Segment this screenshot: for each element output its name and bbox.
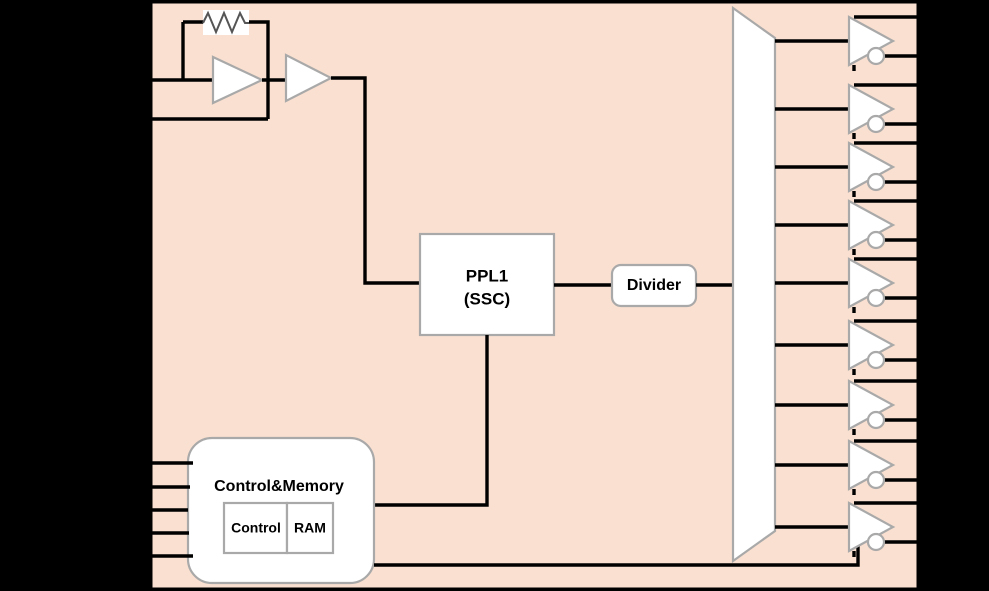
- output-buffer-bank: [775, 15, 918, 557]
- output-buffer-9-group: [775, 501, 918, 557]
- wire-control-bottom-bus: [374, 545, 860, 567]
- output-buffer-7-inverting-bubble-icon: [866, 410, 886, 430]
- output-buffer-5-group: [775, 257, 918, 313]
- output-buffer-3-group: [775, 141, 918, 197]
- output-buffer-1-inverting-bubble-icon: [866, 46, 886, 66]
- divider-block-group[interactable]: Divider: [610, 263, 698, 308]
- output-buffer-4-group: [775, 199, 918, 255]
- output-buffer-6-inverting-bubble-icon: [866, 350, 886, 370]
- output-buffer-7-group: [775, 379, 918, 435]
- output-buffer-9-inverting-bubble-icon: [866, 532, 886, 552]
- output-buffer-5-inverting-bubble-icon: [866, 288, 886, 308]
- control-pins: [151, 461, 193, 558]
- resistor-body: [203, 10, 249, 35]
- output-buffer-2-inverting-bubble-icon: [866, 114, 886, 134]
- feedback-wire-right: [249, 20, 270, 119]
- pll-block-group[interactable]: PPL1 (SSC): [418, 232, 556, 337]
- control-memory-label: Control&Memory: [214, 478, 344, 495]
- oscillator-amplifier[interactable]: [211, 55, 265, 105]
- ram-subblock-label: RAM: [294, 520, 326, 536]
- output-buffer-4-inverting-bubble-icon: [866, 230, 886, 250]
- divider-label: Divider: [627, 277, 681, 294]
- ram-subblock[interactable]: [285, 501, 335, 555]
- oscillator-feedback-network: [181, 10, 270, 119]
- wire-pll-to-control: [374, 335, 489, 507]
- control-subblock-label: Control: [231, 520, 281, 536]
- pll-label-line1: PPL1: [466, 266, 509, 285]
- oscillator-amplifier-stage: [211, 53, 334, 105]
- control-subblock[interactable]: [222, 501, 289, 555]
- output-buffer-6-group: [775, 319, 918, 375]
- pll-label-line2: (SSC): [464, 289, 510, 308]
- wire-osc-to-pll: [331, 76, 420, 285]
- output-buffer-8-inverting-bubble-icon: [866, 470, 886, 490]
- clock-distribution-bar[interactable]: [731, 5, 777, 564]
- output-buffer-1-group: [775, 15, 918, 71]
- oscillator-buffer[interactable]: [284, 53, 334, 103]
- output-buffer-3-inverting-bubble-icon: [866, 172, 886, 192]
- output-buffer-8-group: [775, 439, 918, 495]
- feedback-resistor-icon: [202, 10, 249, 35]
- control-memory-group[interactable]: Control&Memory Control RAM: [186, 436, 376, 585]
- output-buffer-2-group: [775, 83, 918, 139]
